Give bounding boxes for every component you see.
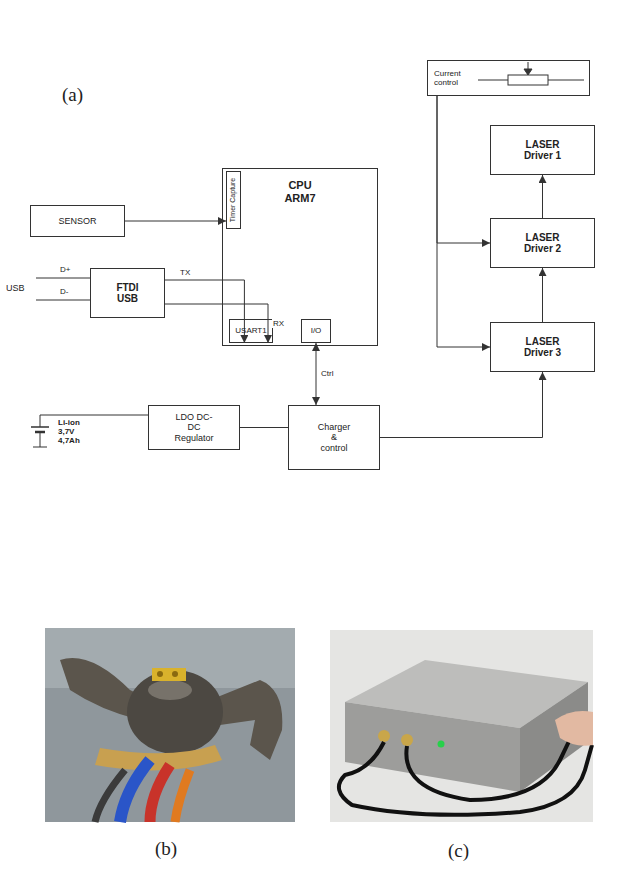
node-text: LASER Driver 1 (513, 139, 573, 162)
laser-driver-box: LASER Driver 1 (490, 125, 595, 175)
connector (542, 268, 543, 322)
signal-name: D+ (60, 265, 70, 274)
usb-wire (36, 278, 90, 279)
port-name: USB (6, 283, 25, 293)
connector (316, 343, 317, 405)
connector (165, 304, 268, 343)
panel-label: (a) (62, 84, 83, 106)
laser-driver-box: LASER Driver 3 (490, 322, 595, 372)
connector (542, 175, 543, 218)
node-text: CPU ARM7 (284, 179, 315, 204)
connector (240, 427, 288, 428)
node-text: FTDI USB (116, 282, 138, 305)
signal-name: TX (179, 268, 191, 277)
connector (125, 221, 226, 222)
node-text: Current control (434, 69, 461, 87)
current-control-box: Current control (427, 60, 590, 96)
node-text: LASER Driver 3 (513, 336, 573, 359)
signal-name: RX (272, 319, 285, 328)
device-photo (45, 628, 295, 822)
connector (437, 96, 490, 347)
signal-name: Ctrl (320, 369, 334, 378)
usb-wire (36, 300, 90, 301)
node-text: I/O (311, 326, 322, 335)
battery-label: Li-ion 3,7V 4,7Ah (58, 418, 80, 446)
panel-label: (b) (155, 838, 177, 860)
instrument-photo (330, 630, 593, 822)
usb-bridge-box: FTDI USB (90, 268, 165, 318)
connector (437, 96, 490, 243)
timer-block: Timer Capture (226, 171, 241, 229)
connector (165, 280, 244, 343)
node-text: SENSOR (58, 216, 96, 226)
sensor-box: SENSOR (30, 205, 125, 237)
node-text: LDO DC-DC Regulator (174, 412, 213, 443)
node-text: USART1 (235, 326, 266, 335)
regulator-box: LDO DC-DC Regulator (148, 405, 240, 450)
cpu-box: CPU ARM7 Timer CaptureUSART1 I/O (222, 168, 378, 346)
battery-symbol (31, 415, 148, 447)
node-text: Charger & control (318, 422, 351, 453)
charger-box: Charger & control (288, 405, 380, 470)
potentiometer-symbol (478, 62, 584, 85)
connector (380, 372, 543, 438)
node-text: Timer Capture (229, 178, 237, 222)
panel-label: (c) (448, 840, 469, 862)
usart-block: USART1 (229, 319, 273, 343)
signal-name: D- (60, 287, 68, 296)
io-block: I/O (301, 319, 331, 343)
node-text: LASER Driver 2 (513, 232, 573, 255)
laser-driver-box: LASER Driver 2 (490, 218, 595, 268)
